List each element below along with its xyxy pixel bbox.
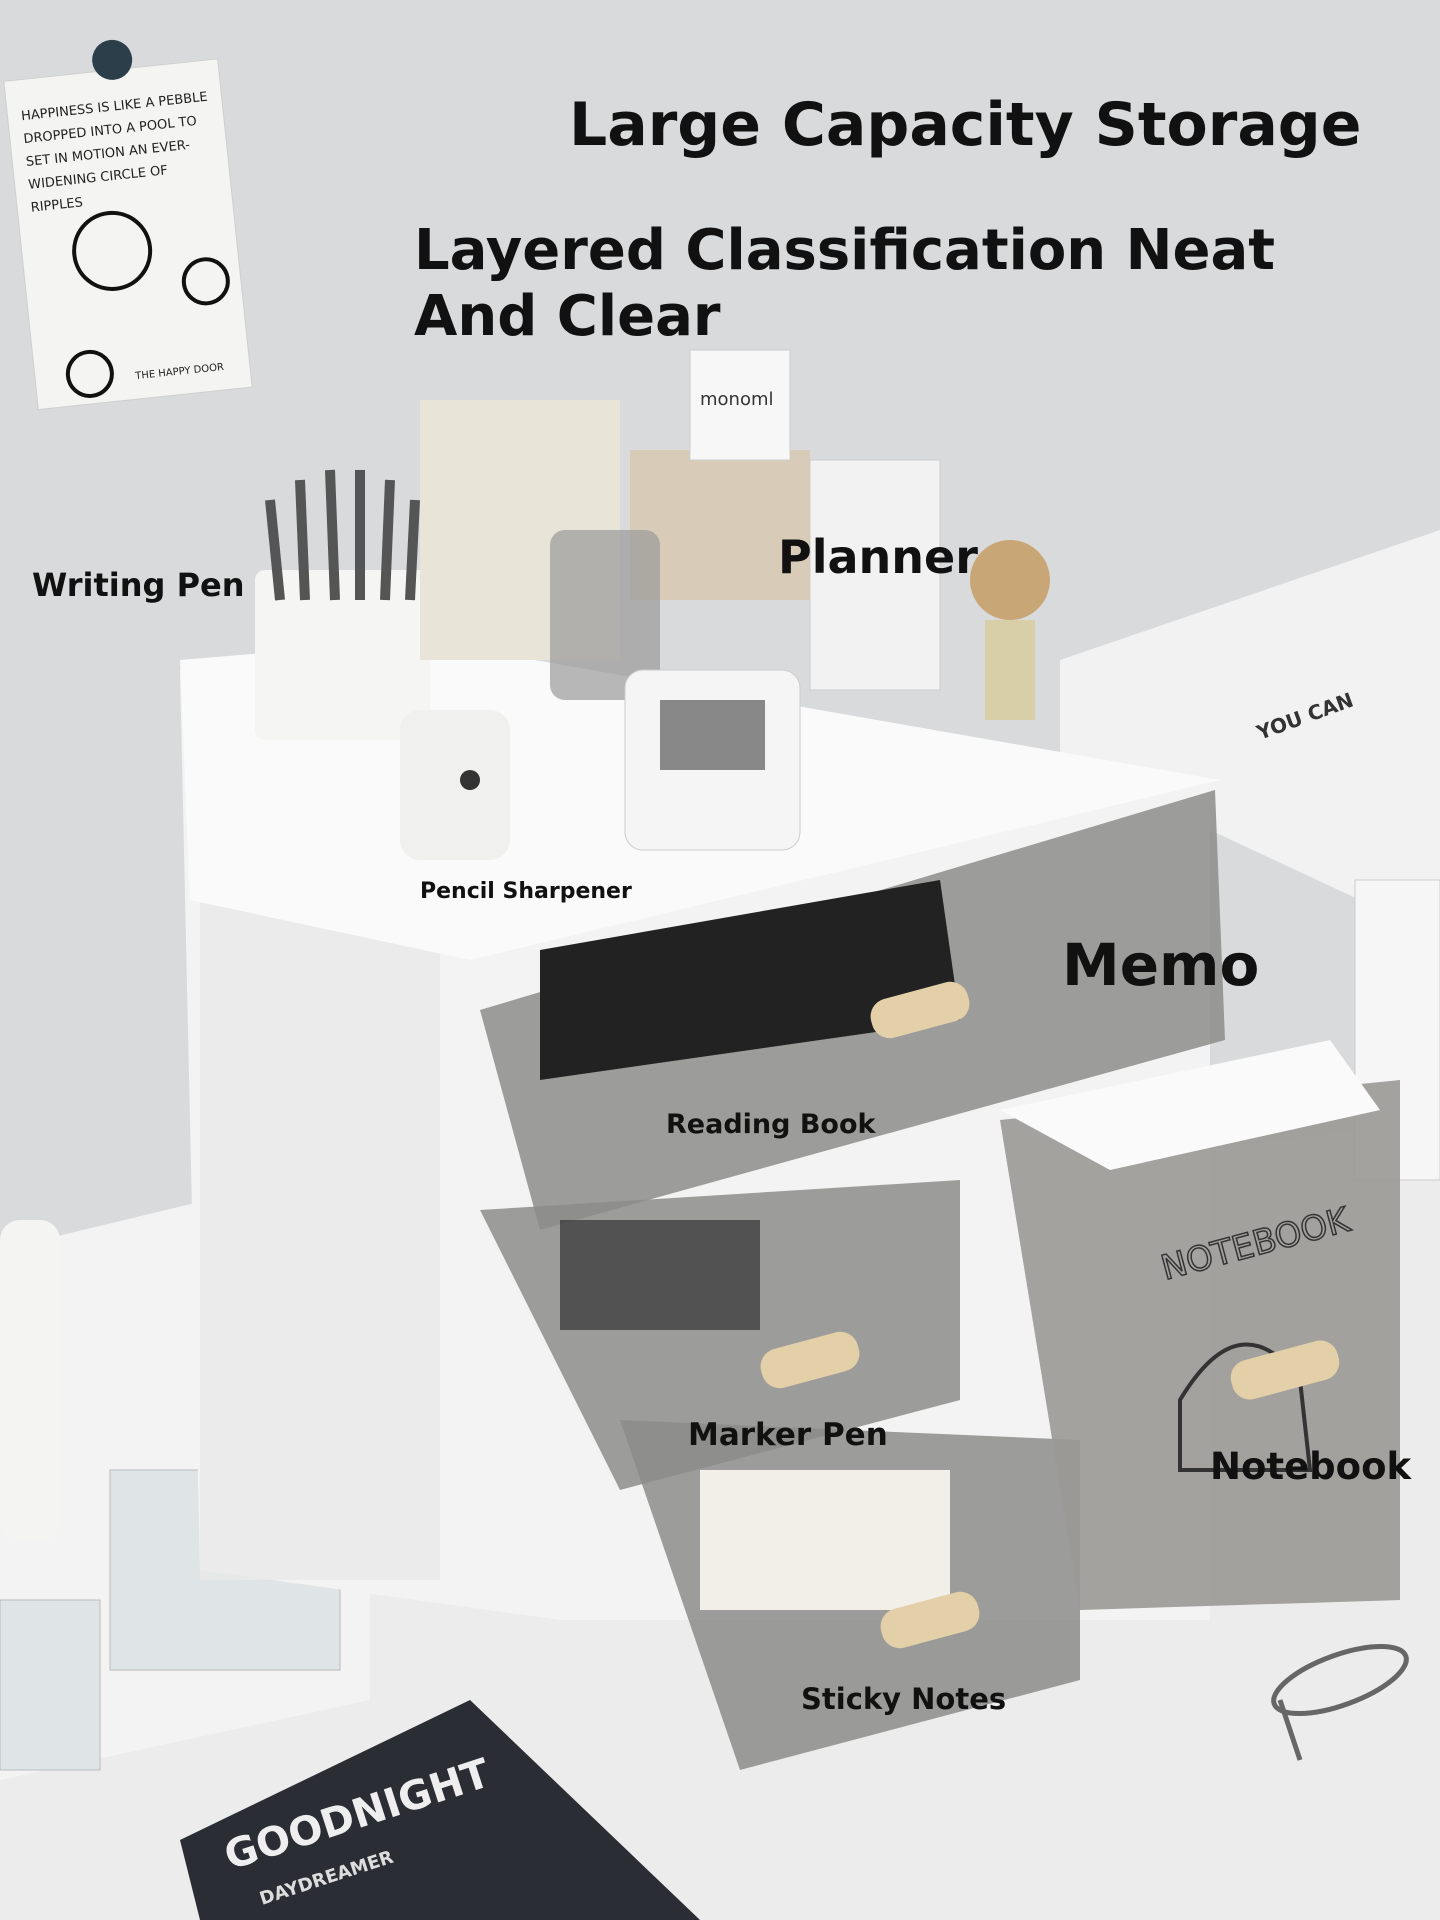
headline: Large Capacity Storage: [569, 90, 1362, 160]
subheadline-line-1: Layered Classification Neat: [414, 218, 1276, 283]
book-dark: [540, 880, 960, 1080]
drawer-handle: [880, 1591, 980, 1649]
pen-cup: [255, 570, 430, 740]
figurine: [970, 540, 1050, 620]
glasses: [1271, 1643, 1409, 1761]
label-sticky-notes: Sticky Notes: [801, 1682, 1007, 1716]
label-writing-pen: Writing Pen: [32, 566, 245, 604]
label-memo: Memo: [1062, 931, 1260, 999]
subheadline: Layered Classification Neat And Clear: [414, 218, 1275, 350]
pens: [265, 469, 420, 601]
drawer-notebook: [1000, 1080, 1400, 1610]
label-marker-pen: Marker Pen: [688, 1417, 888, 1453]
drawer-handle: [1230, 1340, 1340, 1400]
white-box: [1060, 530, 1440, 1100]
label-planner: Planner: [778, 530, 978, 584]
pencil-sharpener: [400, 710, 510, 860]
drawer-handle: [760, 1331, 860, 1389]
label-reading-book: Reading Book: [666, 1109, 876, 1140]
goodnight-book: [180, 1700, 700, 1920]
drawer-handle: [870, 981, 970, 1039]
pin-icon: [92, 39, 133, 80]
subheadline-line-2: And Clear: [414, 284, 721, 349]
planner-block: [809, 459, 941, 691]
clip-jar: [550, 530, 660, 700]
brand-card: monoml: [700, 389, 774, 410]
poster-quote: HAPPINESS IS LIKE A PEBBLE DROPPED INTO …: [20, 89, 209, 216]
poster: THE HAPPY DOOR: [3, 39, 253, 411]
label-pencil-sharpener: Pencil Sharpener: [420, 879, 632, 904]
left-cup: [0, 1220, 60, 1540]
label-notebook: Notebook: [1210, 1445, 1412, 1488]
